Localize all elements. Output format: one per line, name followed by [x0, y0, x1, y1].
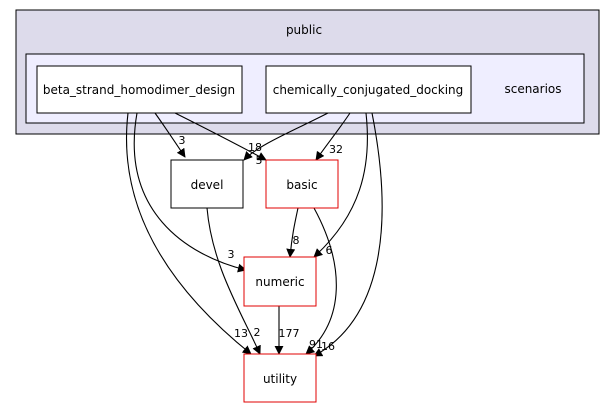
node-label: devel [191, 178, 224, 192]
node-box [36, 65, 243, 114]
edge-chem-numeric [313, 112, 368, 258]
edge-beta-basic [174, 112, 267, 161]
node-label: chemically_conjugated_docking [273, 83, 464, 97]
edge-chem-basic [315, 112, 351, 161]
node-basic[interactable]: basic [265, 159, 339, 209]
edge-label-basic-utility: 91 [309, 338, 323, 351]
edge-label-numeric-utility: 177 [279, 327, 300, 340]
edge-label-beta-devel: 3 [179, 134, 186, 147]
node-beta-strand-homodimer-design[interactable]: beta_strand_homodimer_design [36, 65, 243, 114]
node-chemically-conjugated-docking[interactable]: chemically_conjugated_docking [265, 65, 472, 114]
node-utility[interactable]: utility [243, 353, 317, 403]
node-box [265, 65, 472, 114]
edge-label-beta-numeric: 3 [228, 248, 235, 261]
node-numeric[interactable]: numeric [243, 256, 317, 307]
edge-label-beta-utility: 13 [234, 327, 248, 340]
edge-label-chem-devel: 5 [256, 154, 263, 167]
node-devel[interactable]: devel [170, 159, 244, 209]
edge-label-chem-basic: 32 [329, 143, 343, 156]
edges [126, 112, 383, 357]
edge-chem-utility [313, 112, 383, 357]
edge-label-basic-numeric: 8 [293, 234, 300, 247]
edge-labels: 3 18 5 32 8 6 3 13 2 177 91 16 [179, 134, 344, 353]
edge-label-beta-basic: 18 [248, 141, 262, 154]
node-box [243, 353, 317, 403]
node-label: basic [286, 178, 317, 192]
edge-basic-numeric [286, 207, 299, 258]
node-label: utility [263, 372, 297, 386]
node-box [265, 159, 339, 209]
edge-beta-utility [126, 112, 252, 355]
outer-folder-label: public [286, 23, 322, 37]
edge-devel-utility [206, 207, 261, 355]
node-box [243, 256, 317, 307]
node-label: numeric [255, 275, 304, 289]
node-box [170, 159, 244, 209]
edge-label-devel-utility: 2 [254, 326, 261, 339]
node-label: beta_strand_homodimer_design [43, 83, 235, 97]
inner-folder-label: scenarios [504, 82, 561, 96]
edge-chem-devel [243, 112, 329, 161]
edge-beta-numeric [133, 112, 247, 273]
edge-label-chem-utility: 16 [321, 340, 335, 353]
edge-basic-utility [305, 207, 337, 355]
edge-label-chem-numeric: 6 [326, 244, 333, 257]
edge-beta-devel [154, 112, 186, 158]
